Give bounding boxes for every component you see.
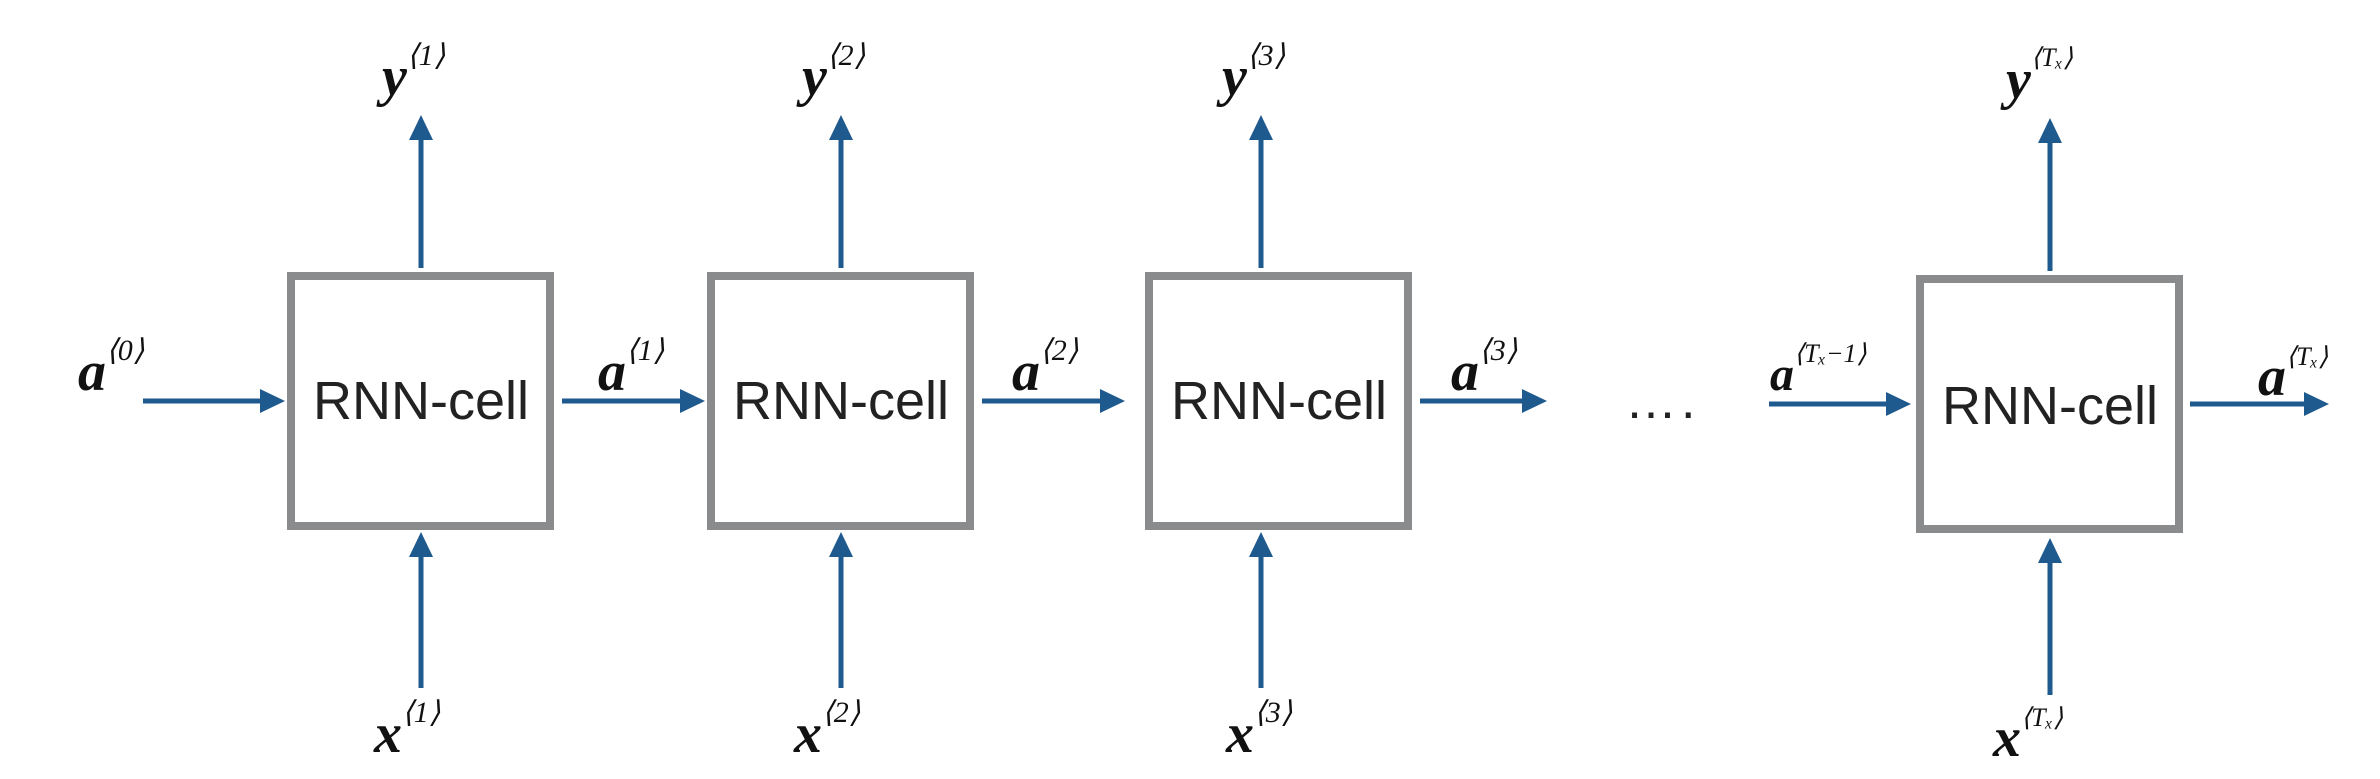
output-label-3: y⟨3⟩ bbox=[1216, 39, 1286, 108]
input-label-2: x⟨2⟩ bbox=[793, 696, 861, 765]
input-arrow-tx bbox=[2038, 538, 2062, 695]
rnn-cell-box bbox=[1145, 272, 1412, 530]
sequence-ellipsis: …. bbox=[1625, 372, 1699, 430]
input-arrow-3 bbox=[1249, 532, 1273, 688]
hidden-state-label-0: a⟨0⟩ bbox=[78, 334, 145, 403]
hidden-arrow-0 bbox=[143, 389, 285, 413]
hidden-arrow-2 bbox=[982, 389, 1125, 413]
hidden-state-label-tx-minus-1: a⟨Tₓ−1⟩ bbox=[1770, 339, 1867, 401]
rnn-cell-box bbox=[287, 272, 554, 530]
input-label-3: x⟨3⟩ bbox=[1225, 696, 1293, 765]
rnn-cell-tx: RNN-cell bbox=[1916, 275, 2183, 533]
hidden-state-label-tx: a⟨Tₓ⟩ bbox=[2258, 342, 2328, 408]
hidden-state-label-1: a⟨1⟩ bbox=[598, 334, 665, 403]
rnn-cell-label: RNN-cell bbox=[733, 371, 949, 431]
output-arrow-1 bbox=[409, 115, 433, 268]
output-arrow-2 bbox=[829, 115, 853, 268]
hidden-arrow-3 bbox=[1420, 389, 1547, 413]
output-label-tx: y⟨Tₓ⟩ bbox=[2000, 43, 2073, 111]
input-label-1: x⟨1⟩ bbox=[373, 696, 441, 765]
input-label-tx: x⟨Tₓ⟩ bbox=[1992, 703, 2063, 769]
rnn-cell-label: RNN-cell bbox=[1171, 371, 1387, 431]
input-arrow-1 bbox=[409, 532, 433, 688]
rnn-cell-1: RNN-cell bbox=[287, 272, 554, 530]
hidden-state-label-2: a⟨2⟩ bbox=[1012, 334, 1079, 403]
hidden-arrow-1 bbox=[562, 389, 705, 413]
output-arrow-3 bbox=[1249, 115, 1273, 268]
output-arrow-tx bbox=[2038, 118, 2062, 271]
hidden-state-label-3: a⟨3⟩ bbox=[1451, 334, 1518, 403]
rnn-cell-label: RNN-cell bbox=[313, 371, 529, 431]
rnn-cell-2: RNN-cell bbox=[707, 272, 974, 530]
hidden-arrow-tx bbox=[2190, 392, 2329, 416]
rnn-cell-box bbox=[707, 272, 974, 530]
hidden-arrow-tx-minus-1 bbox=[1769, 392, 1911, 416]
input-arrow-2 bbox=[829, 532, 853, 688]
output-label-2: y⟨2⟩ bbox=[796, 39, 866, 108]
output-label-1: y⟨1⟩ bbox=[376, 39, 446, 108]
rnn-cell-3: RNN-cell bbox=[1145, 272, 1412, 530]
rnn-cell-box bbox=[1916, 275, 2183, 533]
rnn-cell-label: RNN-cell bbox=[1942, 376, 2158, 436]
